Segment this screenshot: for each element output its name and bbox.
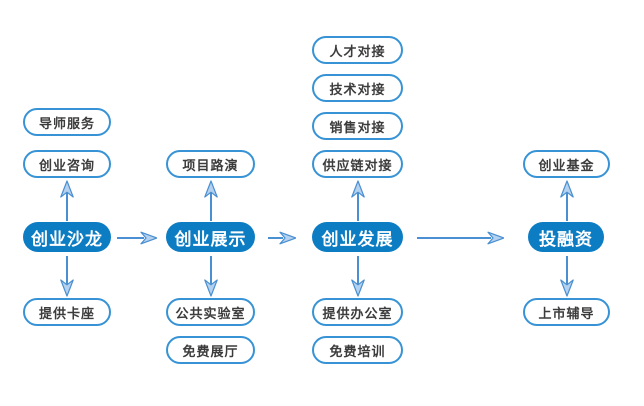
investment-financing-bottom-group: 上市辅导 bbox=[523, 298, 610, 326]
column-investment-financing: 创业基金 投融资 上市辅导 bbox=[523, 0, 610, 406]
column-startup-development: 人才对接 技术对接 销售对接 供应链对接 创业发展 提供办公室 免费培训 bbox=[312, 0, 403, 406]
node-supply-chain-matching: 供应链对接 bbox=[312, 150, 403, 178]
arrow-up-icon bbox=[203, 180, 218, 221]
startup-development-top-group: 人才对接 技术对接 销售对接 供应链对接 bbox=[312, 36, 403, 178]
startup-salon-bottom-group: 提供卡座 bbox=[23, 298, 111, 326]
node-investment-financing: 投融资 bbox=[528, 222, 604, 252]
node-startup-development: 创业发展 bbox=[312, 222, 403, 252]
startup-salon-top-group: 导师服务 创业咨询 bbox=[23, 108, 111, 178]
node-technology-matching: 技术对接 bbox=[312, 74, 403, 102]
arrow-down-icon bbox=[60, 256, 74, 297]
node-talent-matching: 人才对接 bbox=[312, 36, 403, 64]
node-startup-showcase: 创业展示 bbox=[166, 222, 255, 252]
startup-showcase-top-group: 项目路演 bbox=[166, 150, 255, 178]
node-sales-matching: 销售对接 bbox=[312, 112, 403, 140]
arrow-down-icon bbox=[203, 256, 218, 297]
arrow-right-icon bbox=[417, 231, 504, 245]
arrow-up-icon bbox=[559, 180, 574, 221]
investment-financing-top-group: 创业基金 bbox=[523, 150, 610, 178]
node-office-space: 提供办公室 bbox=[312, 298, 403, 326]
node-ipo-guidance: 上市辅导 bbox=[523, 298, 610, 326]
node-booth-seating: 提供卡座 bbox=[23, 298, 111, 326]
arrow-down-icon bbox=[350, 256, 365, 297]
arrow-up-icon bbox=[350, 180, 365, 221]
arrow-right-icon bbox=[117, 231, 157, 245]
node-mentor-service: 导师服务 bbox=[23, 108, 111, 136]
node-free-exhibition-hall: 免费展厅 bbox=[166, 336, 255, 364]
arrow-right-icon bbox=[268, 231, 296, 245]
node-startup-fund: 创业基金 bbox=[523, 150, 610, 178]
startup-showcase-bottom-group: 公共实验室 免费展厅 bbox=[166, 298, 255, 364]
column-startup-salon: 导师服务 创业咨询 创业沙龙 提供卡座 bbox=[23, 0, 111, 406]
column-startup-showcase: 项目路演 创业展示 公共实验室 免费展厅 bbox=[166, 0, 255, 406]
node-startup-consulting: 创业咨询 bbox=[23, 150, 111, 178]
node-startup-salon: 创业沙龙 bbox=[23, 222, 111, 252]
node-project-roadshow: 项目路演 bbox=[166, 150, 255, 178]
startup-development-bottom-group: 提供办公室 免费培训 bbox=[312, 298, 403, 364]
node-free-training: 免费培训 bbox=[312, 336, 403, 364]
arrow-up-icon bbox=[60, 180, 74, 221]
arrow-down-icon bbox=[559, 256, 574, 297]
node-public-laboratory: 公共实验室 bbox=[166, 298, 255, 326]
